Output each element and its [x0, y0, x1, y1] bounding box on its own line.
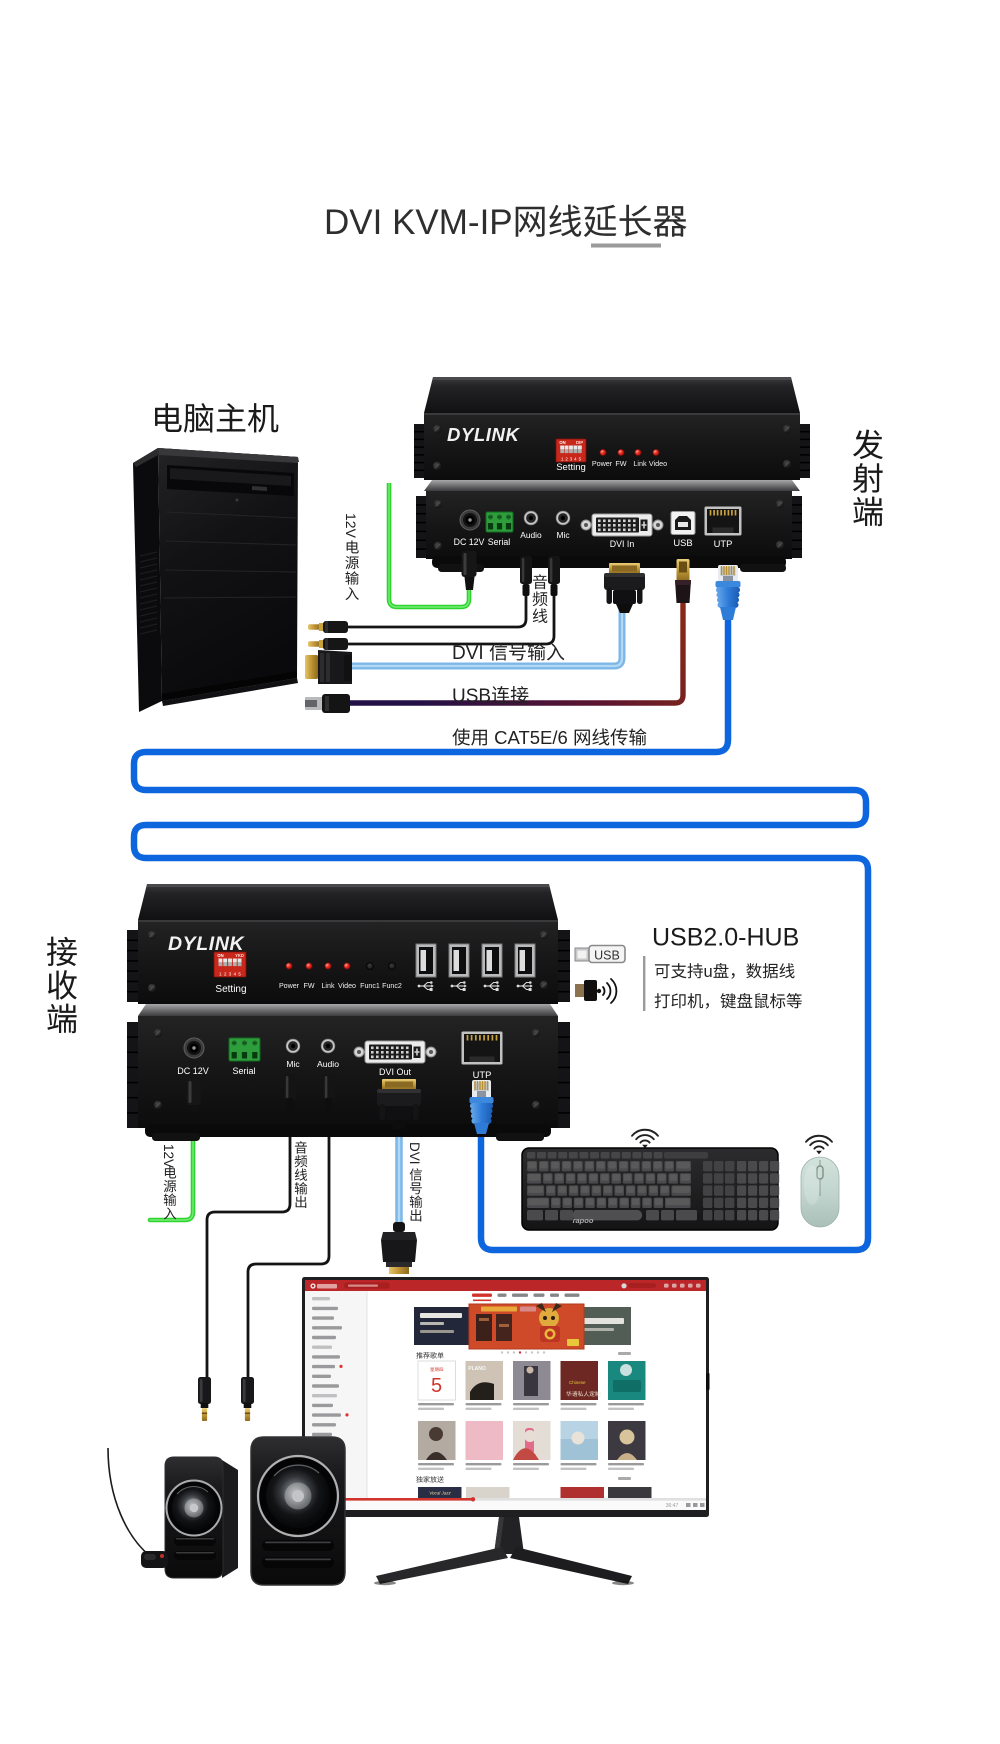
- svg-text:Chinese: Chinese: [569, 1380, 586, 1385]
- svg-text:Func1: Func1: [360, 982, 380, 990]
- svg-text:DVI: DVI: [407, 1142, 422, 1165]
- svg-text:Audio: Audio: [317, 1059, 339, 1069]
- svg-text:12V: 12V: [161, 1144, 176, 1168]
- svg-text:Video: Video: [338, 982, 356, 990]
- svg-text:DIP: DIP: [576, 440, 583, 445]
- svg-text:12V: 12V: [343, 513, 359, 539]
- svg-text:Power: Power: [279, 982, 300, 990]
- svg-text:2: 2: [224, 971, 227, 976]
- svg-text:USB2.0-HUB: USB2.0-HUB: [652, 924, 799, 952]
- svg-text:36:47: 36:47: [666, 1503, 679, 1509]
- svg-text:FW: FW: [615, 459, 626, 468]
- svg-text:USB: USB: [452, 686, 491, 707]
- svg-text:UTP: UTP: [473, 1069, 492, 1080]
- svg-text:3: 3: [229, 971, 232, 976]
- svg-text:UTP: UTP: [714, 538, 733, 549]
- svg-text:5: 5: [579, 456, 582, 461]
- svg-text:Link: Link: [633, 459, 647, 468]
- svg-text:1: 1: [219, 971, 222, 976]
- svg-text:Mic: Mic: [286, 1059, 300, 1069]
- svg-text:Power: Power: [592, 459, 613, 468]
- svg-text:DYLINK: DYLINK: [447, 424, 520, 445]
- svg-text:5: 5: [238, 971, 241, 976]
- svg-text:2: 2: [565, 456, 568, 461]
- svg-text:DC 12V: DC 12V: [177, 1066, 209, 1076]
- svg-text:YKD: YKD: [235, 953, 244, 958]
- svg-text:Mic: Mic: [556, 530, 569, 540]
- svg-text:USB: USB: [673, 537, 692, 548]
- svg-text:Setting: Setting: [556, 462, 586, 473]
- svg-text:ON: ON: [217, 953, 223, 958]
- svg-text:5: 5: [431, 1375, 442, 1397]
- svg-text:Func2: Func2: [382, 982, 402, 990]
- svg-text:Video: Video: [649, 459, 667, 468]
- svg-text:DC 12V: DC 12V: [454, 537, 485, 547]
- svg-text:Link: Link: [321, 982, 334, 990]
- svg-text:ON: ON: [559, 440, 565, 445]
- svg-text:Audio: Audio: [520, 530, 542, 540]
- svg-text:USB: USB: [594, 949, 620, 963]
- svg-text:Vocal Jazz: Vocal Jazz: [429, 1491, 451, 1496]
- svg-text:4: 4: [234, 971, 237, 976]
- svg-text:CAT5E/6: CAT5E/6: [494, 727, 568, 748]
- svg-text:DVI: DVI: [452, 643, 484, 664]
- svg-text:FW: FW: [303, 982, 314, 990]
- svg-text:DVI Out: DVI Out: [379, 1067, 412, 1077]
- svg-text:Serial: Serial: [232, 1066, 255, 1076]
- svg-text:Serial: Serial: [488, 537, 511, 547]
- svg-text:1: 1: [561, 456, 564, 461]
- svg-text:DVI KVM-IP: DVI KVM-IP: [324, 203, 513, 242]
- svg-text:3: 3: [570, 456, 573, 461]
- svg-text:u: u: [704, 963, 713, 981]
- svg-text:DVI In: DVI In: [610, 539, 635, 549]
- svg-text:rapoo: rapoo: [573, 1216, 594, 1225]
- svg-text:PLANO: PLANO: [468, 1366, 486, 1372]
- svg-text:DYLINK: DYLINK: [168, 933, 245, 955]
- svg-text:4: 4: [574, 456, 577, 461]
- svg-text:Setting: Setting: [215, 984, 246, 995]
